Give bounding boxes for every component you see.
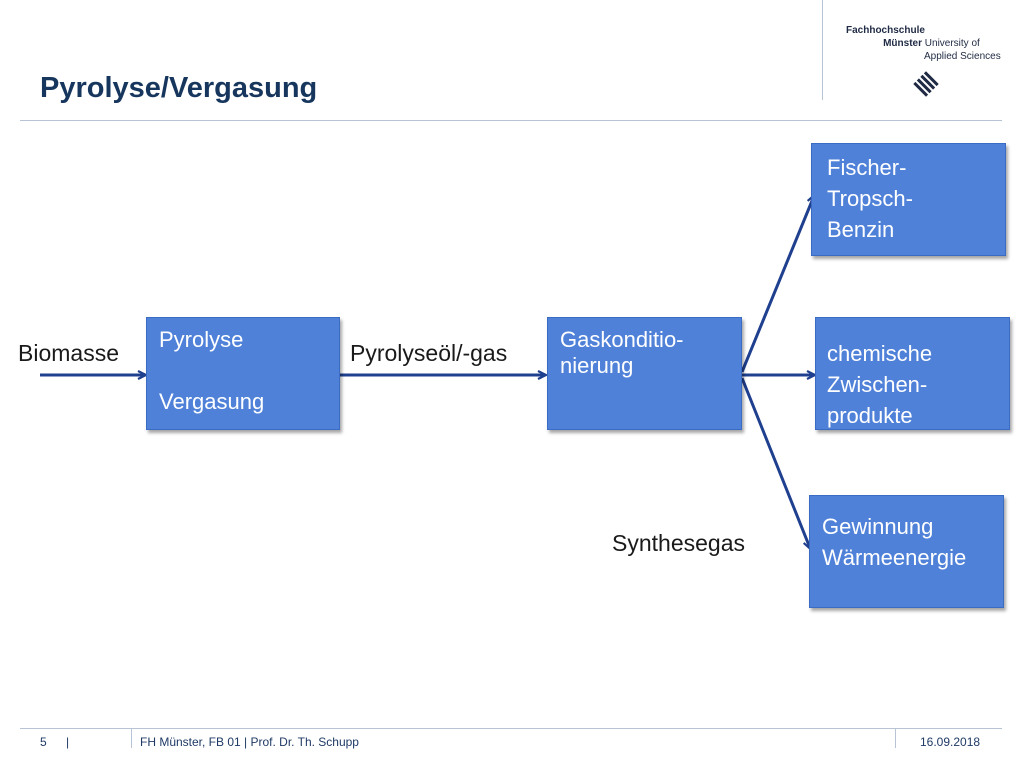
footer-divider-left [131, 728, 132, 748]
footer-page-number: 5 [40, 735, 47, 749]
label-synthesegas: Synthesegas [612, 530, 745, 556]
footer-rule [20, 728, 1002, 729]
box-chemische-line-3: produkte [827, 403, 913, 428]
footer-divider-right [895, 728, 896, 748]
box-fischer-line-1: Fischer- [827, 155, 907, 180]
box-gewinnung-waermeenergie: Gewinnung Wärmeenergie [809, 495, 1004, 608]
box-chemische-line-1: chemische [827, 341, 933, 366]
box-gaskond-line-2: nierung [560, 353, 634, 378]
box-pyrolyse-line-2: Vergasung [159, 389, 265, 414]
footer-organization: FH Münster, FB 01 | Prof. Dr. Th. Schupp [140, 735, 359, 749]
box-fischer-line-2: Tropsch- [827, 186, 913, 211]
logo-line-2b: University of [924, 38, 980, 49]
header-rule [20, 120, 1002, 121]
label-pyrolyseoel: Pyrolyseöl/-gas [350, 340, 508, 366]
footer-separator: | [66, 735, 70, 749]
box-chemische-line-2: Zwischen- [827, 372, 928, 397]
arrow-gaskond-gewinnung [740, 377, 810, 548]
box-gaskonditionierung: Gaskonditio- nierung [547, 317, 742, 430]
box-fischer-line-3: Benzin [827, 217, 895, 242]
logo-line-3: Applied Sciences [924, 51, 1001, 62]
box-gewinnung-line-1: Gewinnung [822, 514, 934, 539]
footer-date: 16.09.2018 [920, 735, 981, 749]
arrow-gaskond-fischer [740, 196, 814, 373]
label-biomasse: Biomasse [18, 340, 119, 366]
header-divider [822, 0, 823, 100]
box-chemische-zwischenprodukte: chemische Zwischen- produkte [815, 317, 1010, 430]
box-pyrolyse-vergasung: Pyrolyse Vergasung [146, 317, 340, 430]
logo-emblem-icon [913, 71, 939, 97]
box-gaskond-line-1: Gaskonditio- [560, 327, 684, 352]
university-logo: Fachhochschule Münster University of App… [846, 24, 1001, 63]
page-title: Pyrolyse/Vergasung [40, 72, 318, 104]
logo-line-2a: Münster [883, 38, 922, 49]
logo-line-1: Fachhochschule [846, 25, 925, 36]
box-gewinnung-line-2: Wärmeenergie [822, 545, 967, 570]
box-fischer-tropsch: Fischer- Tropsch- Benzin [811, 143, 1006, 256]
box-pyrolyse-line-1: Pyrolyse [159, 327, 244, 352]
